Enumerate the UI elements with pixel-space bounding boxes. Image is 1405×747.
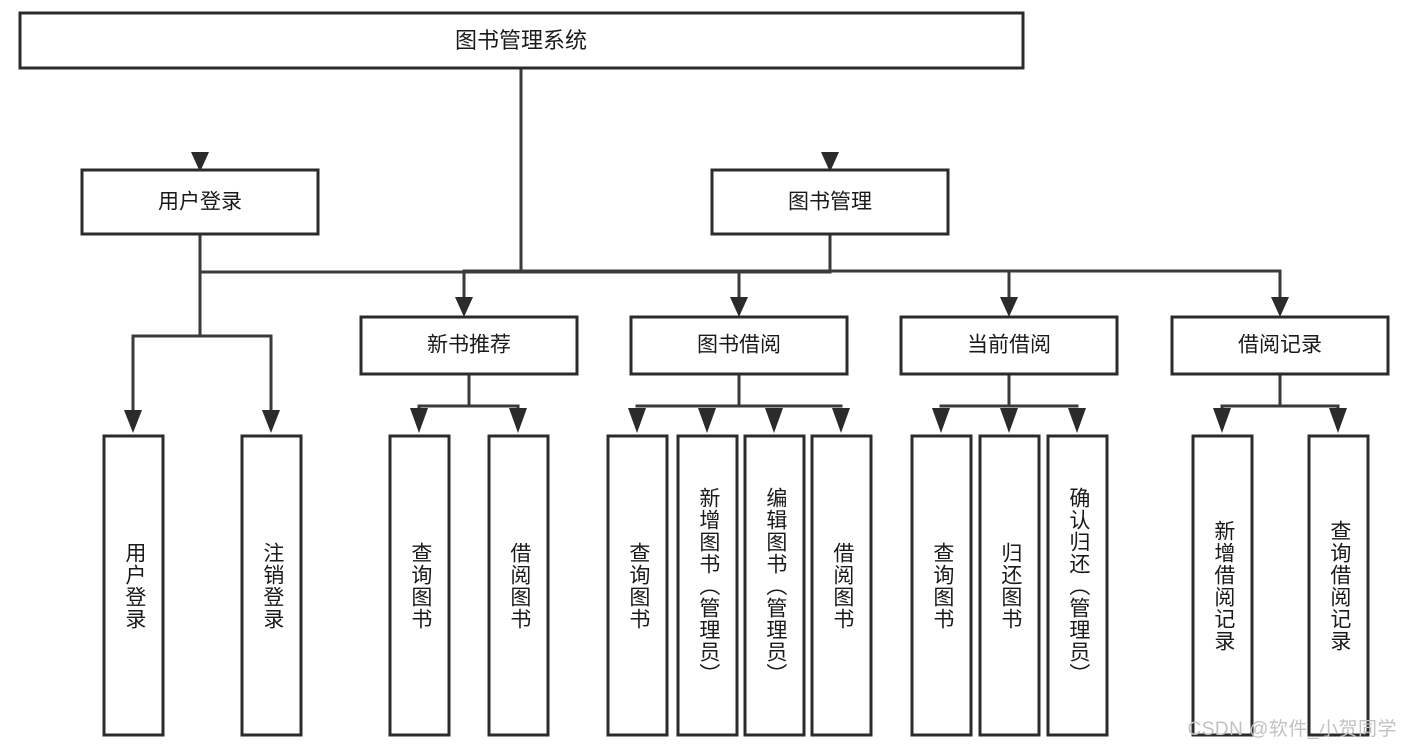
leaf-box-new-book-2[interactable] bbox=[487, 434, 550, 737]
arrowhead-current-borrow bbox=[1000, 297, 1018, 317]
node-current-borrow[interactable]: 当前借阅 bbox=[899, 315, 1119, 376]
node-borrow-record[interactable]: 借阅记录 bbox=[1170, 315, 1390, 376]
leaf-box-book-borrow-3[interactable] bbox=[743, 434, 806, 737]
leaf-box-book-borrow-2[interactable] bbox=[676, 434, 739, 737]
node-user-login[interactable]: 用户登录 bbox=[80, 168, 320, 236]
leaf-box-user-login-2[interactable] bbox=[240, 434, 303, 737]
arrowhead-book-mgmt bbox=[821, 152, 839, 172]
arrowhead-bookborrow-leaf1 bbox=[628, 408, 646, 433]
leaf-box-borrow-record-2[interactable] bbox=[1307, 434, 1370, 737]
node-new-book-recommend-label: 新书推荐 bbox=[427, 334, 511, 357]
arrowhead-userlogin-leaf2 bbox=[262, 410, 280, 433]
node-new-book-recommend[interactable]: 新书推荐 bbox=[359, 315, 579, 376]
leaf-box-group bbox=[102, 434, 1370, 737]
node-root-label: 图书管理系统 bbox=[455, 28, 587, 53]
node-book-management-box[interactable] bbox=[710, 168, 950, 236]
node-book-management-label: 图书管理 bbox=[788, 191, 872, 214]
node-user-login-box[interactable] bbox=[80, 168, 320, 236]
node-book-borrow-box[interactable] bbox=[629, 315, 849, 376]
node-root[interactable]: 图书管理系统 bbox=[18, 11, 1025, 70]
node-user-login-label: 用户登录 bbox=[158, 191, 242, 214]
arrowhead-borrow-record bbox=[1271, 297, 1289, 317]
leaf-box-current-borrow-2[interactable] bbox=[978, 434, 1041, 737]
leaf-box-current-borrow-3[interactable] bbox=[1046, 434, 1109, 737]
arrowhead-bookborrow-leaf2 bbox=[698, 408, 716, 433]
arrowhead-new-book-recommend bbox=[455, 297, 473, 317]
leaf-box-user-login-1[interactable] bbox=[102, 434, 165, 737]
arrowhead-newbook-leaf2 bbox=[509, 408, 527, 433]
arrowhead-newbook-leaf1 bbox=[410, 408, 428, 433]
leaf-box-new-book-1[interactable] bbox=[388, 434, 451, 737]
arrowhead-currentborrow-leaf1 bbox=[932, 408, 950, 433]
node-book-borrow-label: 图书借阅 bbox=[697, 334, 781, 357]
arrowhead-user-login bbox=[191, 152, 209, 172]
node-new-book-recommend-box[interactable] bbox=[359, 315, 579, 376]
leaf-box-current-borrow-1[interactable] bbox=[910, 434, 973, 737]
connector-group bbox=[124, 66, 1347, 433]
arrowhead-borrowrecord-leaf1 bbox=[1213, 408, 1231, 433]
arrowhead-currentborrow-leaf3 bbox=[1068, 408, 1086, 433]
node-current-borrow-box[interactable] bbox=[899, 315, 1119, 376]
node-borrow-record-box[interactable] bbox=[1170, 315, 1390, 376]
arrowhead-userlogin-leaf1 bbox=[124, 410, 142, 433]
leaf-box-borrow-record-1[interactable] bbox=[1191, 434, 1254, 737]
arrowhead-bookborrow-leaf3 bbox=[765, 408, 783, 433]
node-root-box[interactable] bbox=[18, 11, 1025, 70]
leaf-box-book-borrow-4[interactable] bbox=[810, 434, 873, 737]
leaf-box-book-borrow-1[interactable] bbox=[606, 434, 669, 737]
node-book-management[interactable]: 图书管理 bbox=[710, 168, 950, 236]
arrowhead-borrowrecord-leaf2 bbox=[1329, 408, 1347, 433]
arrowhead-book-borrow bbox=[730, 297, 748, 317]
arrowhead-bookborrow-leaf4 bbox=[832, 408, 850, 433]
node-borrow-record-label: 借阅记录 bbox=[1238, 334, 1322, 357]
arrowhead-currentborrow-leaf2 bbox=[1000, 408, 1018, 433]
watermark-text: CSDN @软件_小贺同学 bbox=[1187, 719, 1397, 740]
node-current-borrow-label: 当前借阅 bbox=[967, 334, 1051, 357]
node-book-borrow[interactable]: 图书借阅 bbox=[629, 315, 849, 376]
